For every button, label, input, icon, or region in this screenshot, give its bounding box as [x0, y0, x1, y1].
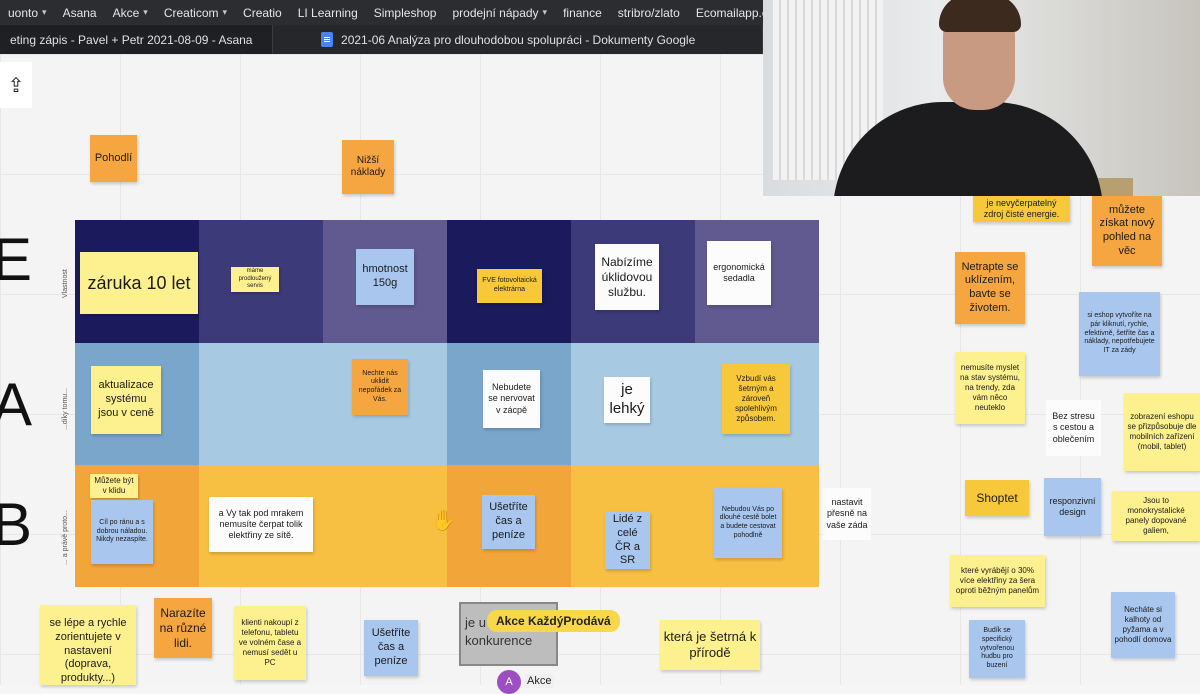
bookmark-label: prodejní nápady	[452, 5, 539, 20]
bookmark-label: LI Learning	[297, 5, 358, 20]
bookmark-label: uonto	[8, 5, 39, 20]
bookmark-label: stribro/zlato	[617, 5, 680, 20]
sticky-note[interactable]: Bez stresu s cestou a oblečením	[1046, 400, 1101, 456]
chevron-down-icon: ▾	[222, 7, 228, 17]
sticky-note[interactable]: záruka 10 let	[80, 252, 198, 314]
sticky-note[interactable]: nemusíte myslet na stav systému, na tren…	[955, 352, 1025, 424]
bookmark-label: Asana	[62, 5, 97, 20]
sticky-note[interactable]: Můžete být v klidu	[90, 474, 138, 498]
sticky-note[interactable]: Nechte nás uklidit nepořádek za Vás.	[352, 359, 408, 415]
tab-title: eting zápis - Pavel + Petr 2021-08-09 - …	[10, 32, 253, 47]
bookmark-ecomailapp[interactable]: Ecomailapp.cz	[688, 6, 763, 20]
sticky-note[interactable]: se lépe a rychle zorientujete v nastaven…	[40, 605, 136, 685]
sticky-note[interactable]: Jsou to monokrystalické panely dopované …	[1112, 491, 1200, 541]
bookmark-label: Simpleshop	[373, 5, 437, 20]
sticky-note[interactable]: klienti nakoupí z telefonu, tabletu ve v…	[234, 606, 306, 680]
sticky-note[interactable]: Netrapte se uklízením, bavte se životem.	[955, 252, 1025, 324]
sticky-note[interactable]: hmotnost 150g	[356, 249, 414, 305]
webcam-video	[763, 0, 1200, 196]
person-hair	[939, 0, 1021, 32]
bookmark-stribro-zlato[interactable]: stribro/zlato	[610, 6, 688, 20]
tab-title: 2021-06 Analýza pro dlouhodobou spoluprá…	[341, 32, 696, 47]
row-label: Vlastnost	[62, 269, 69, 298]
bookmark-uonto[interactable]: uonto▾	[0, 6, 55, 20]
avatar[interactable]: A	[497, 670, 521, 694]
row-label: ...díky tomu...	[62, 387, 69, 430]
tab-strip: eting zápis - Pavel + Petr 2021-08-09 - …	[0, 25, 763, 54]
sticky-note[interactable]: Ušetříte čas a peníze	[482, 495, 535, 549]
sticky-note[interactable]: aktualizace systému jsou v ceně	[91, 366, 161, 434]
bookmark-label: Akce	[112, 5, 140, 20]
sticky-note[interactable]: Nebudou Vás po dlouhé cestě bolet a bude…	[714, 488, 782, 558]
hand-cursor-icon: ✋	[431, 510, 456, 532]
sticky-note[interactable]: Shoptet	[965, 480, 1029, 516]
sticky-note[interactable]: Pohodlí	[90, 135, 137, 182]
sticky-note[interactable]: které vyrábějí o 30% více elektřiny za š…	[950, 555, 1045, 607]
sticky-note[interactable]: zobrazení eshopu se přizpůsobuje dle mob…	[1124, 393, 1200, 471]
tab-asana[interactable]: eting zápis - Pavel + Petr 2021-08-09 - …	[0, 25, 274, 54]
google-docs-icon	[321, 32, 334, 47]
tab-google-docs[interactable]: 2021-06 Analýza pro dlouhodobou spoluprá…	[273, 25, 763, 54]
sticky-note[interactable]: responzivní design	[1044, 478, 1101, 536]
sticky-note[interactable]: která je šetrná k přírodě	[660, 620, 760, 670]
sticky-note[interactable]: Nižší náklady	[342, 140, 394, 194]
chevron-down-icon: ▾	[143, 7, 148, 17]
sticky-note[interactable]: si eshop vytvoříte na pár kliknutí, rych…	[1079, 292, 1160, 376]
bookmark-prodejni-napady[interactable]: prodejní nápady▾	[444, 6, 555, 20]
row-label: ... a právě proto...	[62, 510, 69, 565]
chevron-down-icon: ▾	[542, 7, 548, 17]
partial-letter: B	[0, 491, 33, 558]
sticky-note[interactable]: Budík se specifický vytvořenou hudbu pro…	[969, 620, 1025, 678]
partial-letter: A	[0, 371, 33, 438]
sticky-note[interactable]: Nebudete se nervovat v zácpě	[483, 370, 540, 428]
bookmark-creaticom[interactable]: Creaticom▾	[156, 6, 235, 20]
sticky-note[interactable]: máme prodloužený servis	[231, 267, 279, 292]
upload-icon: ⇪	[7, 74, 25, 97]
bookmark-simpleshop[interactable]: Simpleshop	[366, 6, 445, 20]
avatar-name: Akce	[524, 674, 555, 688]
bookmark-label: Creaticom	[163, 5, 219, 20]
bookmark-label: Ecomailapp.cz	[695, 5, 763, 20]
partial-letter: E	[0, 226, 33, 293]
collaborator-cursor-label: Akce KaždýProdává	[487, 610, 620, 632]
bookmark-finance[interactable]: finance	[555, 6, 610, 20]
bookmark-label: Creatio	[243, 5, 282, 20]
bookmarks-bar: uonto▾ Asana Akce▾ Creaticom▾ Creatio LI…	[0, 0, 763, 25]
bookmark-label: finance	[563, 5, 602, 20]
sticky-note[interactable]: nastavit přesně na vaše záda	[823, 488, 871, 540]
sticky-note[interactable]: Necháte si kalhoty od pyžama a v pohodlí…	[1111, 592, 1175, 658]
chevron-down-icon: ▾	[42, 7, 47, 17]
sticky-note[interactable]: Lidé z celé ČR a SR	[605, 512, 650, 569]
sticky-note[interactable]: je lehký	[604, 377, 650, 423]
sticky-note[interactable]: Vzbudí vás šetrným a zároveň spolehlivým…	[722, 364, 790, 434]
sticky-note[interactable]: a Vy tak pod mrakem nemusíte čerpat toli…	[209, 497, 313, 552]
sticky-note[interactable]: FVE fotovoltaická elektrárna	[477, 269, 542, 303]
sticky-note[interactable]: Ušetříte čas a peníze	[364, 620, 418, 676]
sticky-note[interactable]: Nabízíme úklidovou službu.	[595, 244, 659, 310]
bookmark-asana[interactable]: Asana	[55, 6, 105, 20]
bookmark-akce[interactable]: Akce▾	[105, 6, 156, 20]
sticky-note[interactable]: ergonomická sedadla	[707, 241, 771, 305]
sticky-note[interactable]: Cíl po ránu a s dobrou náladou. Nikdy ne…	[91, 500, 153, 564]
sticky-note[interactable]: je nevyčerpatelný zdroj čisté energie.	[973, 196, 1070, 222]
grid-cell	[199, 343, 323, 465]
share-button[interactable]: ⇪	[0, 62, 32, 108]
grid-cell	[323, 465, 447, 587]
bookmark-li-learning[interactable]: LI Learning	[290, 6, 366, 20]
sticky-note[interactable]: můžete získat nový pohled na věc	[1092, 196, 1162, 266]
sticky-note[interactable]: Narazíte na různé lidi.	[154, 598, 212, 658]
bookmark-creatio[interactable]: Creatio	[235, 6, 290, 20]
